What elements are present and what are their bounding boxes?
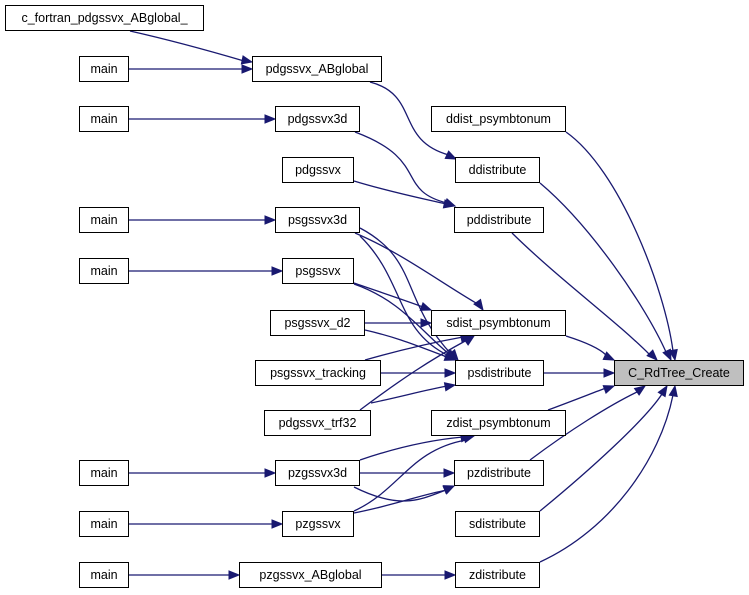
edge-pdgssvx-abglobal-to-ddistribute (369, 81, 458, 160)
edge-main-3-to-psgssvx3d-arrowhead (264, 215, 277, 225)
edge-pdgssvx-abglobal-to-ddistribute-arrowhead (444, 150, 458, 160)
edge-psgssvx-d2-to-psdistribute (364, 329, 457, 361)
edge-main-2-to-pdgssvx3d (129, 114, 277, 124)
edge-psgssvx-to-sdist-psymbtonum (353, 282, 433, 311)
edge-sdist-psymbtonum-to-c-rdtree-create-arrowhead (602, 351, 616, 361)
edge-pdgssvx-to-pddistribute-arrowhead (442, 199, 456, 209)
edge-main-1-to-pdgssvx-abglobal (129, 64, 254, 74)
edge-ddistribute-to-c-rdtree-create (539, 182, 672, 362)
edge-pzgssvx-to-pzdistribute-arrowhead (442, 485, 456, 495)
edge-psgssvx3d-to-sdist-psymbtonum (354, 232, 484, 312)
edge-pzgssvx3d-to-pzdistribute (360, 468, 456, 478)
node-pzgssvx[interactable]: pzgssvx (282, 511, 354, 537)
edge-sdistribute-to-c-rdtree-create (539, 384, 668, 512)
node-main-4[interactable]: main (79, 258, 129, 284)
node-sdistribute[interactable]: sdistribute (455, 511, 540, 537)
edge-psgssvx-tracking-to-psdistribute (381, 368, 457, 378)
node-main-6[interactable]: main (79, 511, 129, 537)
node-main-3[interactable]: main (79, 207, 129, 233)
node-main-2[interactable]: main (79, 106, 129, 132)
node-psgssvx-d2[interactable]: psgssvx_d2 (270, 310, 365, 336)
node-ddist-psymbtonum[interactable]: ddist_psymbtonum (431, 106, 566, 132)
edge-pdgssvx-trf32-to-psdistribute (370, 382, 457, 404)
node-main-1[interactable]: main (79, 56, 129, 82)
edge-pdgssvx-trf32-to-sdist-psymbtonum-arrowhead (462, 335, 476, 346)
edge-main-2-to-pdgssvx3d-arrowhead (264, 114, 277, 124)
edge-main-4-to-psgssvx (129, 266, 284, 276)
node-pdgssvx-abglobal[interactable]: pdgssvx_ABglobal (252, 56, 382, 82)
edge-pdgssvx-to-pddistribute (353, 180, 456, 209)
edge-psdistribute-to-c-rdtree-create-arrowhead (603, 368, 616, 378)
edge-main-6-to-pzgssvx (129, 519, 284, 529)
node-psdistribute[interactable]: psdistribute (455, 360, 544, 386)
edge-main-6-to-pzgssvx-arrowhead (271, 519, 284, 529)
edge-main-4-to-psgssvx-arrowhead (271, 266, 284, 276)
edge-pddistribute-to-c-rdtree-create-arrowhead (646, 349, 658, 361)
edge-zdist-psymbtonum-to-c-rdtree-create-arrowhead (602, 385, 616, 395)
edge-psgssvx-d2-to-psdistribute-arrowhead (443, 351, 457, 361)
edge-pzgssvx-abglobal-to-zdistribute-arrowhead (444, 570, 457, 580)
node-psgssvx[interactable]: psgssvx (282, 258, 354, 284)
edge-zdist-psymbtonum-to-c-rdtree-create (547, 385, 616, 411)
edge-psgssvx-to-sdist-psymbtonum-arrowhead (419, 301, 433, 311)
edge-ddist-psymbtonum-to-c-rdtree-create-arrowhead (668, 348, 678, 362)
edge-main-7-to-pzgssvx-abglobal-arrowhead (228, 570, 241, 580)
node-pzdistribute[interactable]: pzdistribute (454, 460, 544, 486)
edge-psgssvx-tracking-to-psdistribute-arrowhead (444, 368, 457, 378)
edge-c-fortran-to-pdgssvx-abglobal (129, 30, 254, 65)
edge-sdistribute-to-c-rdtree-create-arrowhead (657, 384, 668, 398)
edge-ddist-psymbtonum-to-c-rdtree-create (565, 131, 678, 362)
edge-sdist-psymbtonum-to-c-rdtree-create (565, 335, 616, 361)
node-pzgssvx3d[interactable]: pzgssvx3d (275, 460, 360, 486)
edge-pzgssvx-to-pzdistribute (353, 485, 456, 514)
edge-pzgssvx3d-to-zdist-psymbtonum (359, 433, 473, 461)
node-pdgssvx-trf32[interactable]: pdgssvx_trf32 (264, 410, 371, 436)
node-c-rdtree-create[interactable]: C_RdTree_Create (614, 360, 744, 386)
edge-main-3-to-psgssvx3d (129, 215, 277, 225)
edge-pddistribute-to-c-rdtree-create (511, 232, 658, 361)
edge-pdgssvx3d-to-pddistribute (354, 131, 457, 207)
edge-psgssvx-d2-to-sdist-psymbtonum (365, 318, 433, 328)
edge-main-5-to-pzgssvx3d (129, 468, 277, 478)
edge-pzdistribute-to-c-rdtree-create-arrowhead (633, 385, 647, 396)
node-psgssvx3d[interactable]: psgssvx3d (275, 207, 360, 233)
edge-zdistribute-to-c-rdtree-create (539, 384, 678, 563)
node-pdgssvx3d[interactable]: pdgssvx3d (275, 106, 360, 132)
edge-main-7-to-pzgssvx-abglobal (129, 570, 241, 580)
edge-psgssvx-d2-to-sdist-psymbtonum-arrowhead (420, 318, 433, 328)
node-ddistribute[interactable]: ddistribute (455, 157, 540, 183)
node-main-5[interactable]: main (79, 460, 129, 486)
node-pdgssvx[interactable]: pdgssvx (282, 157, 354, 183)
edge-psgssvx3d-to-psdistribute (359, 227, 459, 362)
edge-pzgssvx3d-to-pzdistribute-arrowhead (443, 468, 456, 478)
node-pzgssvx-abglobal[interactable]: pzgssvx_ABglobal (239, 562, 382, 588)
edge-pzdistribute-to-c-rdtree-create (529, 385, 647, 461)
edge-ddistribute-to-c-rdtree-create-arrowhead (662, 348, 672, 362)
node-main-7[interactable]: main (79, 562, 129, 588)
edge-psdistribute-to-c-rdtree-create (544, 368, 616, 378)
edge-main-5-to-pzgssvx3d-arrowhead (264, 468, 277, 478)
edge-pzgssvx-abglobal-to-zdistribute (382, 570, 457, 580)
node-pddistribute[interactable]: pddistribute (454, 207, 544, 233)
node-sdist-psymbtonum[interactable]: sdist_psymbtonum (431, 310, 566, 336)
edge-zdistribute-to-c-rdtree-create-arrowhead (668, 384, 678, 398)
edge-c-fortran-to-pdgssvx-abglobal-arrowhead (240, 55, 254, 65)
node-zdistribute[interactable]: zdistribute (455, 562, 540, 588)
edge-pdgssvx-trf32-to-sdist-psymbtonum (359, 335, 476, 411)
node-c-fortran-pdgssvx-abglobal[interactable]: c_fortran_pdgssvx_ABglobal_ (5, 5, 204, 31)
edge-psgssvx3d-to-sdist-psymbtonum-arrowhead (473, 298, 484, 312)
edge-pdgssvx-trf32-to-psdistribute-arrowhead (443, 382, 457, 392)
node-psgssvx-tracking[interactable]: psgssvx_tracking (255, 360, 381, 386)
node-zdist-psymbtonum[interactable]: zdist_psymbtonum (431, 410, 566, 436)
edge-main-1-to-pdgssvx-abglobal-arrowhead (241, 64, 254, 74)
